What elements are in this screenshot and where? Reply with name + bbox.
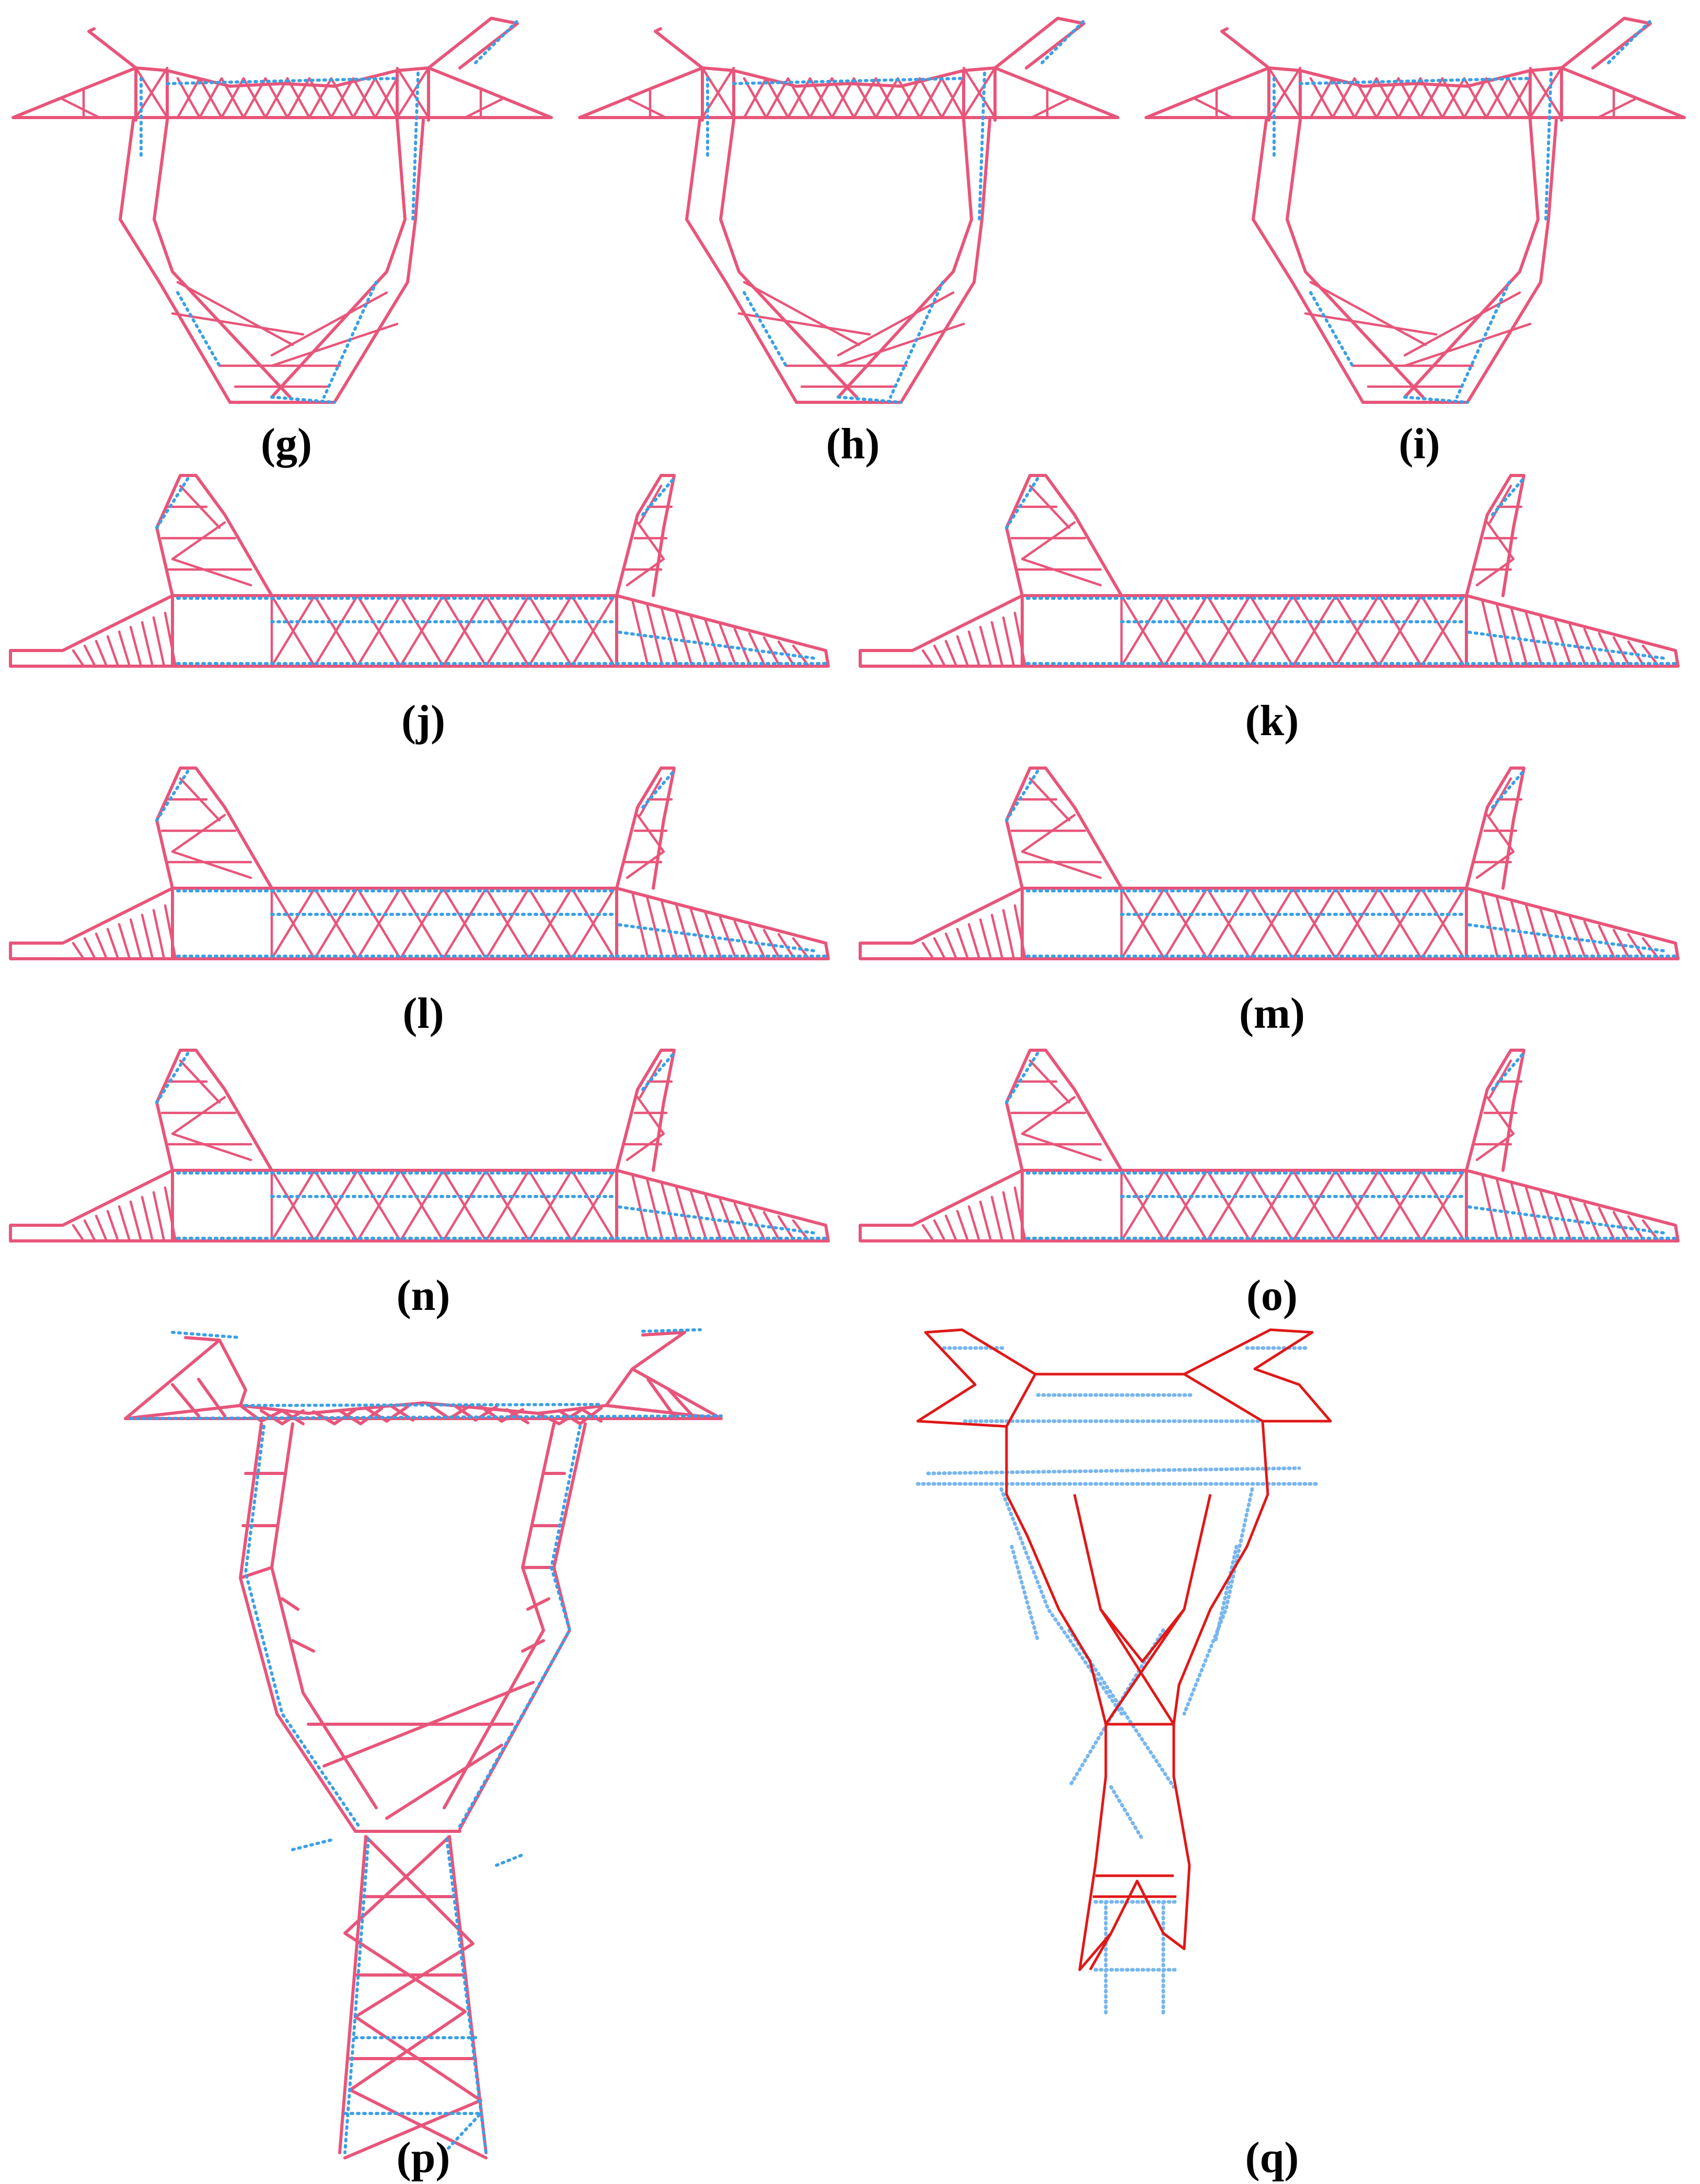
panel-n: (n)	[0, 1040, 850, 1332]
crossarm-bracing	[270, 1169, 616, 1242]
caption-l: (l)	[402, 989, 444, 1038]
waist-inner	[1286, 119, 1540, 399]
crossarm-divider	[270, 594, 618, 668]
panel-q: (q)	[850, 1317, 1699, 2182]
waist-inner	[153, 119, 407, 399]
panel-m: (m)	[850, 758, 1699, 1050]
end-hatching	[921, 891, 1660, 960]
caption-n: (n)	[396, 1271, 450, 1320]
waist-inner	[719, 119, 973, 399]
caption-o: (o)	[1246, 1271, 1298, 1320]
crossarm-bracing	[1120, 594, 1466, 668]
beam-end-bracing	[1194, 66, 1636, 119]
beam-end-bracing	[628, 66, 1070, 119]
crossarm-chord	[9, 594, 830, 668]
peak-arm	[654, 17, 1085, 69]
crossarm-peak	[1005, 474, 1525, 597]
panel-h: (h)	[566, 0, 1133, 470]
caption-p: (p)	[396, 2133, 450, 2182]
tower-diagram-q	[916, 1328, 1332, 2019]
point-cloud	[155, 1051, 827, 1240]
crossarm-peak	[155, 474, 676, 597]
waist-bracing	[171, 281, 399, 388]
crossarm-divider	[270, 887, 618, 960]
beam-bracing	[1309, 77, 1532, 119]
beam-chord	[578, 66, 1119, 119]
panel-i: (i)	[1133, 0, 1699, 470]
beam-post	[1267, 66, 1563, 122]
waist-bracing	[737, 281, 965, 388]
crossarm-divider	[270, 1169, 618, 1242]
caption-q: (q)	[1245, 2133, 1299, 2182]
peak-arm	[87, 17, 519, 69]
crossarm-bracing	[270, 887, 616, 960]
crossarm-diagram-l	[9, 766, 830, 960]
caption-m: (m)	[1239, 989, 1305, 1038]
tower-diagram-p	[124, 1328, 723, 2159]
crossarm-peak	[1005, 1049, 1525, 1172]
crossarm-divider	[1120, 887, 1468, 960]
point-cloud	[1005, 477, 1677, 665]
crossarm-divider	[1120, 594, 1468, 668]
caption-k: (k)	[1245, 696, 1299, 745]
panel-p: (p)	[0, 1317, 850, 2182]
crossarm-divider	[1120, 1169, 1468, 1242]
beam-end-bracing	[61, 66, 503, 119]
cathead-diagram-g	[11, 17, 553, 404]
panel-l: (l)	[0, 758, 850, 1050]
crossarm-chord	[9, 887, 830, 960]
crossarm-diagram-m	[859, 766, 1680, 960]
beam-bracing	[743, 77, 965, 119]
panel-j: (j)	[0, 465, 850, 758]
point-cloud	[1005, 1051, 1677, 1240]
caption-g: (g)	[261, 420, 312, 468]
point-cloud	[1005, 769, 1677, 958]
crossarm-chord	[9, 1169, 830, 1242]
point-cloud	[155, 769, 827, 958]
caption-j: (j)	[401, 696, 445, 745]
crossarm-peak	[1005, 766, 1525, 890]
peak-arm	[1220, 17, 1652, 69]
end-hatching	[72, 1173, 811, 1242]
beam-bracing	[176, 77, 399, 119]
crossarm-bracing	[1120, 887, 1466, 960]
cathead-diagram-h	[578, 17, 1119, 404]
end-hatching	[72, 598, 811, 668]
point-cloud	[706, 19, 1085, 404]
waist-bracing	[1304, 281, 1532, 388]
crossarm-peak	[155, 766, 676, 890]
panel-g: (g)	[0, 0, 566, 470]
beam-post	[701, 66, 997, 122]
crossarm-diagram-k	[859, 474, 1680, 668]
point-cloud	[1273, 19, 1652, 404]
crossarm-bracing	[1120, 1169, 1466, 1242]
crossarm-chord	[859, 887, 1680, 960]
end-hatching	[921, 1173, 1660, 1242]
point-cloud	[155, 477, 827, 665]
waist-outer	[685, 119, 991, 404]
panel-o: (o)	[850, 1040, 1699, 1332]
beam-chord	[1144, 66, 1686, 119]
crossarm-chord	[859, 594, 1680, 668]
end-hatching	[72, 891, 811, 960]
crossarm-chord	[859, 1169, 1680, 1242]
crossarm-diagram-j	[9, 474, 830, 668]
crossarm-diagram-n	[9, 1049, 830, 1242]
waist-outer	[1252, 119, 1558, 404]
crossarm-bracing	[270, 594, 616, 668]
caption-h: (h)	[826, 420, 880, 468]
caption-i: (i)	[1398, 420, 1440, 468]
cathead-diagram-i	[1144, 17, 1686, 404]
crossarm-diagram-o	[859, 1049, 1680, 1242]
beam-chord	[11, 66, 553, 119]
point-cloud	[140, 19, 519, 404]
waist-outer	[119, 119, 425, 404]
crossarm-peak	[155, 1049, 676, 1172]
end-hatching	[921, 598, 1660, 668]
panel-k: (k)	[850, 465, 1699, 758]
beam-post	[134, 66, 430, 122]
